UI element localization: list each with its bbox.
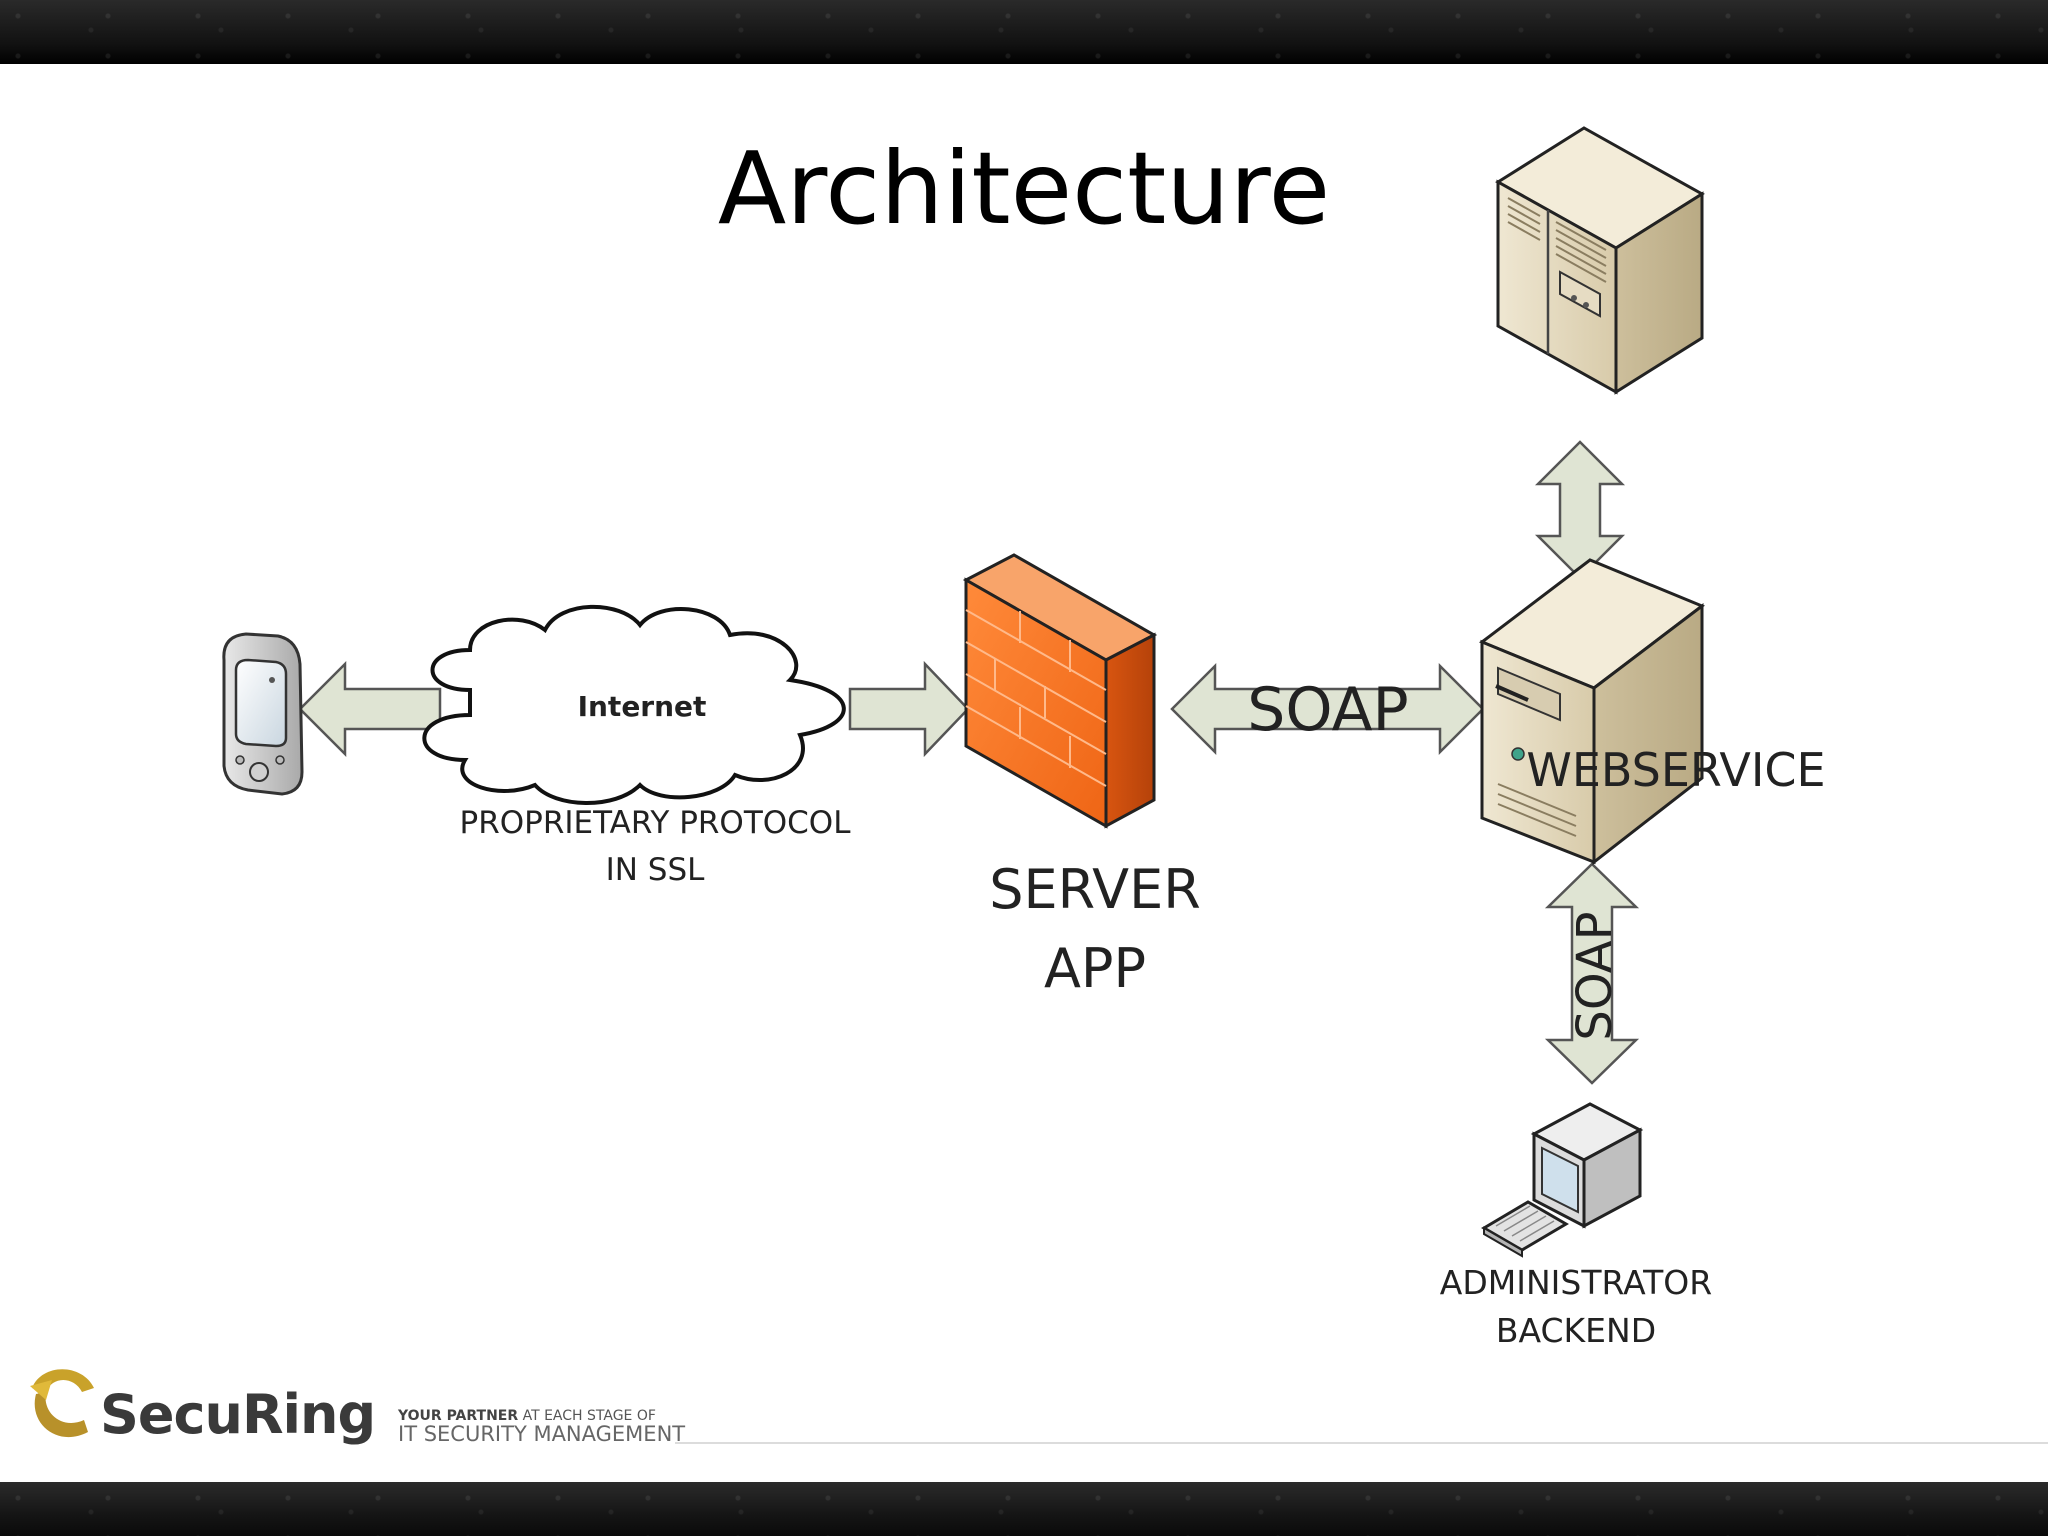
admin-label-line1: ADMINISTRATOR — [1440, 1263, 1712, 1302]
tagline-line2: IT SECURITY MANAGEMENT — [398, 1422, 686, 1446]
soap-label-horizontal: SOAP — [1247, 675, 1408, 745]
internet-label: Internet — [578, 690, 707, 723]
securing-logo-icon — [30, 1369, 94, 1438]
webservice-server-icon — [1479, 558, 1705, 866]
server-app-label-line2: APP — [1044, 937, 1146, 1000]
admin-workstation-icon — [1481, 1102, 1644, 1258]
firewall-icon — [962, 553, 1158, 829]
tagline-bold: YOUR PARTNER — [398, 1408, 519, 1424]
soap-label-vertical: SOAP — [1567, 911, 1623, 1040]
arrow-internet-server — [848, 660, 970, 758]
bottom-texture-band — [0, 1482, 2048, 1536]
arrow-webservice-admin-soap — [1544, 862, 1640, 1085]
internet-cloud-icon — [422, 604, 846, 805]
slide-title: Architecture — [717, 130, 1331, 247]
arrow-phone-internet — [298, 660, 442, 758]
tagline-rest: AT EACH STAGE OF — [522, 1408, 656, 1424]
footer-divider — [675, 1442, 2048, 1444]
database-server-icon — [1495, 126, 1705, 395]
top-texture-band — [0, 0, 2048, 64]
protocol-label-line1: PROPRIETARY PROTOCOL — [460, 805, 852, 841]
tagline-line1: YOUR PARTNER AT EACH STAGE OF — [398, 1408, 656, 1424]
admin-label-line2: BACKEND — [1496, 1311, 1656, 1350]
arrow-webservice-dbserver — [1534, 440, 1626, 580]
mobile-phone-icon — [222, 632, 304, 796]
protocol-label-line2: IN SSL — [606, 852, 706, 888]
securing-logo-text: SecuRing — [100, 1383, 376, 1446]
webservice-label: WEBSERVICE — [1526, 743, 1825, 797]
server-app-label-line1: SERVER — [989, 858, 1201, 921]
